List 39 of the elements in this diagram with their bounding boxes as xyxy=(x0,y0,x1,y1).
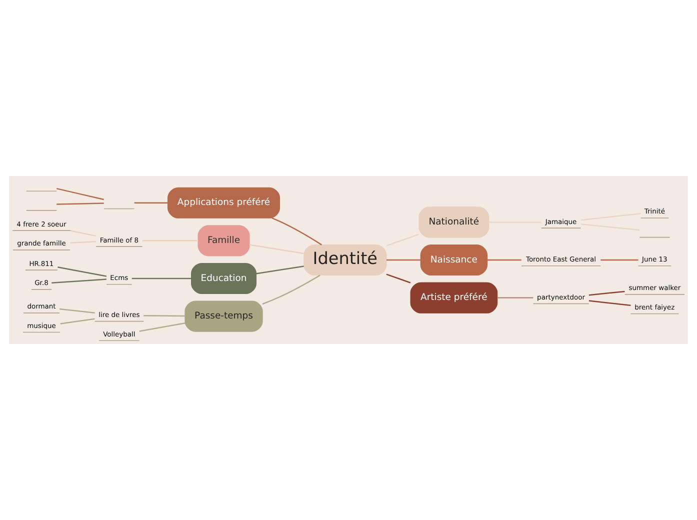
connector xyxy=(58,266,107,277)
connector xyxy=(52,278,106,284)
connector xyxy=(144,315,185,317)
connector xyxy=(142,240,198,242)
node-box: Artiste préféré xyxy=(410,282,498,314)
node-line xyxy=(26,190,58,192)
connector xyxy=(272,217,322,246)
node-line xyxy=(104,208,135,210)
connector xyxy=(70,241,96,244)
connector xyxy=(580,223,640,231)
node-line xyxy=(639,236,670,238)
connector xyxy=(487,259,522,261)
connector xyxy=(139,322,186,332)
connector xyxy=(580,212,641,221)
connector xyxy=(588,300,631,306)
node-box: Naissance xyxy=(420,244,488,276)
node-box: Applications préféré xyxy=(167,187,280,218)
connector xyxy=(60,308,95,314)
connector xyxy=(60,318,95,324)
connector xyxy=(386,259,421,261)
connector xyxy=(132,278,192,280)
node-box: Famille xyxy=(198,225,250,256)
connector xyxy=(386,274,411,284)
connector xyxy=(386,234,420,246)
connector xyxy=(588,290,625,296)
connector xyxy=(600,259,638,261)
connector xyxy=(70,230,96,237)
node-box: Education xyxy=(191,262,257,294)
connector xyxy=(56,202,104,205)
node-box: Nationalité xyxy=(418,206,490,238)
connector xyxy=(497,297,534,298)
connector xyxy=(256,266,304,274)
node-box: Identité xyxy=(304,244,387,276)
connector xyxy=(56,188,104,200)
node-line xyxy=(26,210,58,211)
connector xyxy=(262,274,320,305)
connector xyxy=(134,202,168,204)
connector xyxy=(249,244,304,254)
node-box: Passe-temps xyxy=(184,300,263,332)
